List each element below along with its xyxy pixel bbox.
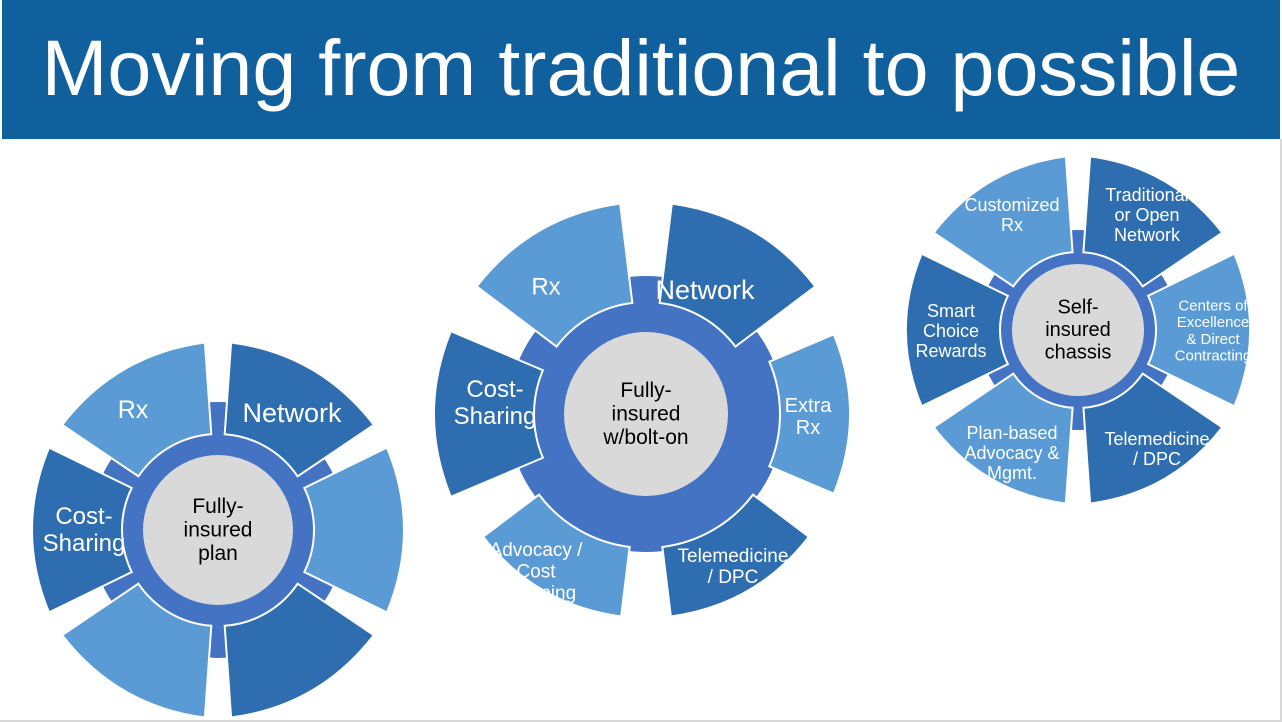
hub-label: insured — [184, 519, 253, 542]
petal-label: / DPC — [708, 567, 759, 588]
petal-label: Network — [242, 398, 342, 428]
petal-label: Cost- — [55, 503, 112, 530]
petal-label: Traditional — [1105, 185, 1188, 205]
petal-label: Mgmt. — [987, 463, 1037, 483]
title-banner: Moving from traditional to possible — [2, 0, 1280, 139]
petal-segment — [1082, 372, 1224, 505]
wheel-hub — [564, 332, 728, 496]
petal-segment — [223, 582, 376, 719]
petal-segment — [1082, 155, 1224, 288]
petal-label: & Direct — [1186, 331, 1240, 348]
petal-segment — [768, 332, 851, 496]
petal-label: Choice — [923, 321, 979, 341]
petal-segment — [1146, 252, 1252, 408]
petal-segment — [223, 341, 376, 478]
petal-segment — [661, 493, 811, 618]
hub-label: chassis — [1045, 341, 1112, 363]
hub-label: insured — [1045, 319, 1111, 341]
petal-segment — [302, 446, 406, 614]
petal-segment — [30, 446, 134, 614]
petal-label: Rx — [118, 396, 149, 424]
petal-segment — [932, 372, 1074, 505]
petal-label: Network — [655, 275, 755, 305]
hub-label: plan — [198, 542, 238, 565]
petal-segment — [475, 202, 634, 348]
petal-label: or Open — [1114, 205, 1179, 225]
petal-segment — [658, 202, 817, 348]
petal-segment — [932, 155, 1074, 288]
petal-segment — [904, 252, 1010, 408]
petal-label: Excellence — [1177, 314, 1250, 331]
petal-label: / DPC — [1133, 449, 1181, 469]
petal-label: Plan-based — [966, 423, 1057, 443]
petal-segment — [432, 329, 545, 499]
petal-label: Advocacy & — [964, 443, 1059, 463]
petal-label: Rx — [1001, 215, 1023, 235]
petal-label: Telemedicine — [1104, 429, 1209, 449]
petal-label: Sharing — [454, 403, 537, 430]
petal-label: Rx — [531, 274, 560, 301]
petal-label: Advocacy / — [490, 540, 584, 561]
petal-label: Rewards — [915, 341, 986, 361]
petal-label: Cost — [516, 562, 556, 583]
petal-label: Cost- — [466, 376, 523, 403]
wheel-hub — [1012, 264, 1144, 396]
petal-label: Sharing — [43, 530, 126, 557]
petal-label: Telemedicine — [678, 546, 789, 567]
petal-segment — [481, 493, 631, 618]
petal-label: Customized — [964, 195, 1059, 215]
wheel-hub — [143, 455, 293, 605]
petal-label: Contracting — [1175, 348, 1252, 365]
petal-label: Rx — [796, 417, 820, 439]
hub-label: Fully- — [192, 495, 243, 518]
petal-label: Extra — [785, 395, 833, 417]
petal-segment — [60, 341, 213, 478]
hub-label: w/bolt-on — [602, 426, 688, 449]
slide-title: Moving from traditional to possible — [41, 23, 1241, 112]
petal-label: Network — [1114, 225, 1181, 245]
hub-label: insured — [612, 403, 681, 426]
petal-label: Smart — [927, 301, 975, 321]
petal-segment — [60, 582, 213, 719]
hub-label: Self- — [1057, 297, 1098, 319]
hub-label: Fully- — [620, 379, 671, 402]
petal-label: Shopping — [496, 583, 576, 604]
petal-label: Centers of — [1178, 297, 1248, 314]
